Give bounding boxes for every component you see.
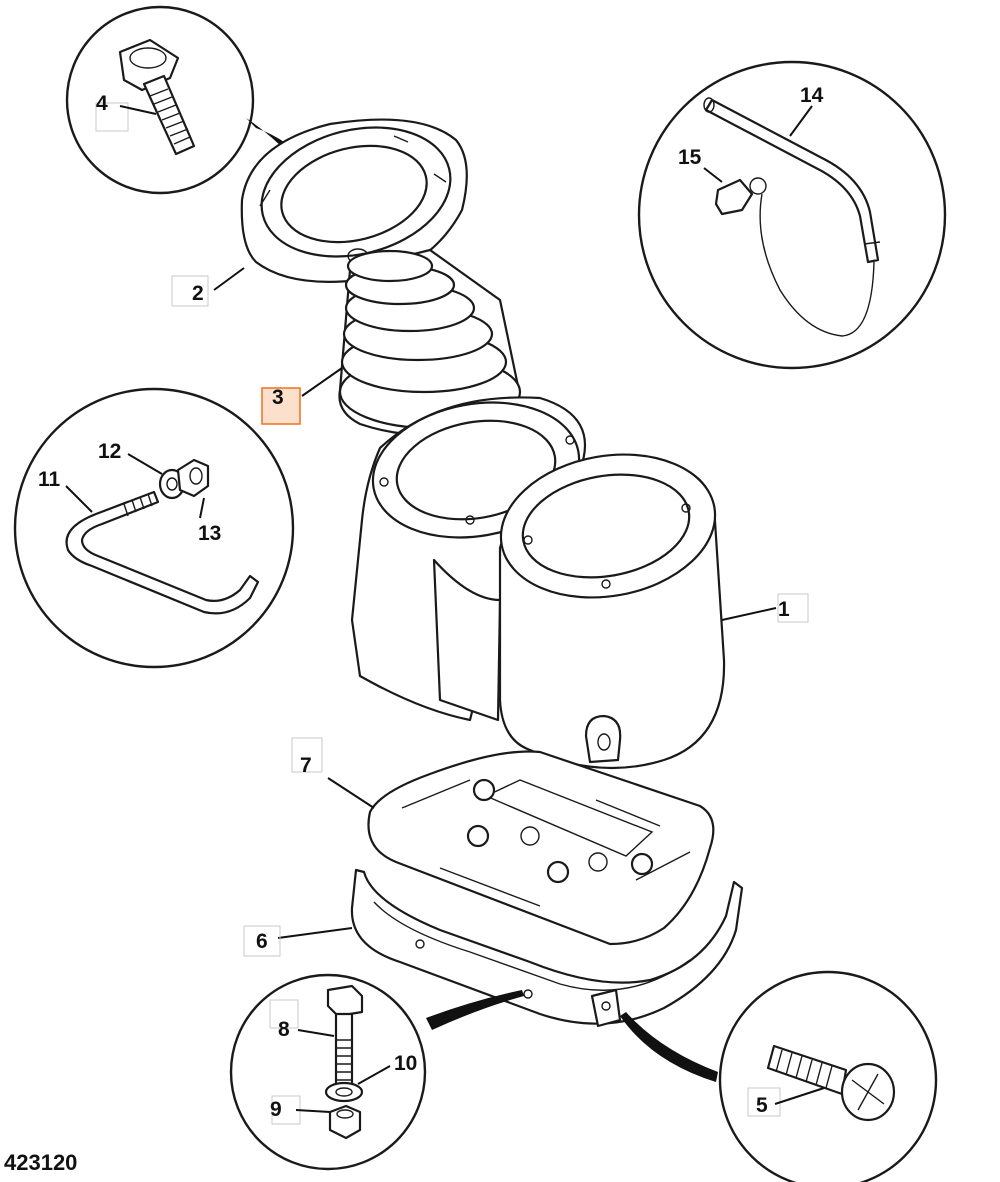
callout-3[interactable]: 3 <box>272 386 284 409</box>
detail-circle-hexbolt <box>229 973 427 1171</box>
callout-10[interactable]: 10 <box>394 1052 417 1075</box>
gasket-frame <box>350 868 744 1028</box>
l-rod-icon <box>65 490 260 615</box>
callout-12[interactable]: 12 <box>98 440 121 463</box>
console-housing <box>350 396 726 770</box>
lock-washer-icon <box>324 1081 364 1103</box>
callout-8[interactable]: 8 <box>278 1018 290 1041</box>
base-plate <box>367 750 715 946</box>
detail-pointer-screw5 <box>620 1012 718 1082</box>
detail-pointer-bolt8 <box>426 990 524 1030</box>
callout-1[interactable]: 1 <box>778 598 790 621</box>
callout-6[interactable]: 6 <box>256 930 268 953</box>
callout-14[interactable]: 14 <box>800 84 824 107</box>
socket-head-bolt-icon <box>118 38 196 156</box>
highlight-box-callout-3 <box>261 387 301 425</box>
callout-7[interactable]: 7 <box>300 754 312 777</box>
callout-4[interactable]: 4 <box>96 92 108 115</box>
callout-15[interactable]: 15 <box>678 146 702 169</box>
callout-9[interactable]: 9 <box>270 1098 282 1121</box>
detail-circle-lrod <box>13 387 295 669</box>
detail-circle-rod <box>637 60 947 370</box>
clip-icon <box>714 177 767 216</box>
pan-head-screw-icon <box>766 1044 896 1122</box>
callout-2[interactable]: 2 <box>192 282 204 305</box>
detail-circle-bolt <box>65 5 255 195</box>
callout-5[interactable]: 5 <box>756 1094 768 1117</box>
nut-icon <box>176 458 210 498</box>
lanyard-wire <box>759 193 875 337</box>
callout-labels: 4 2 3 14 15 12 11 13 1 7 6 8 10 9 5 <box>38 84 824 1121</box>
detail-circle-screw <box>718 970 938 1182</box>
callout-11[interactable]: 11 <box>38 468 61 491</box>
rod-icon <box>703 97 881 264</box>
leader-lines <box>65 105 825 1113</box>
callout-13[interactable]: 13 <box>198 522 221 545</box>
hex-nut-icon <box>328 1104 362 1140</box>
diagram-reference-number: 423120 <box>4 1150 77 1175</box>
